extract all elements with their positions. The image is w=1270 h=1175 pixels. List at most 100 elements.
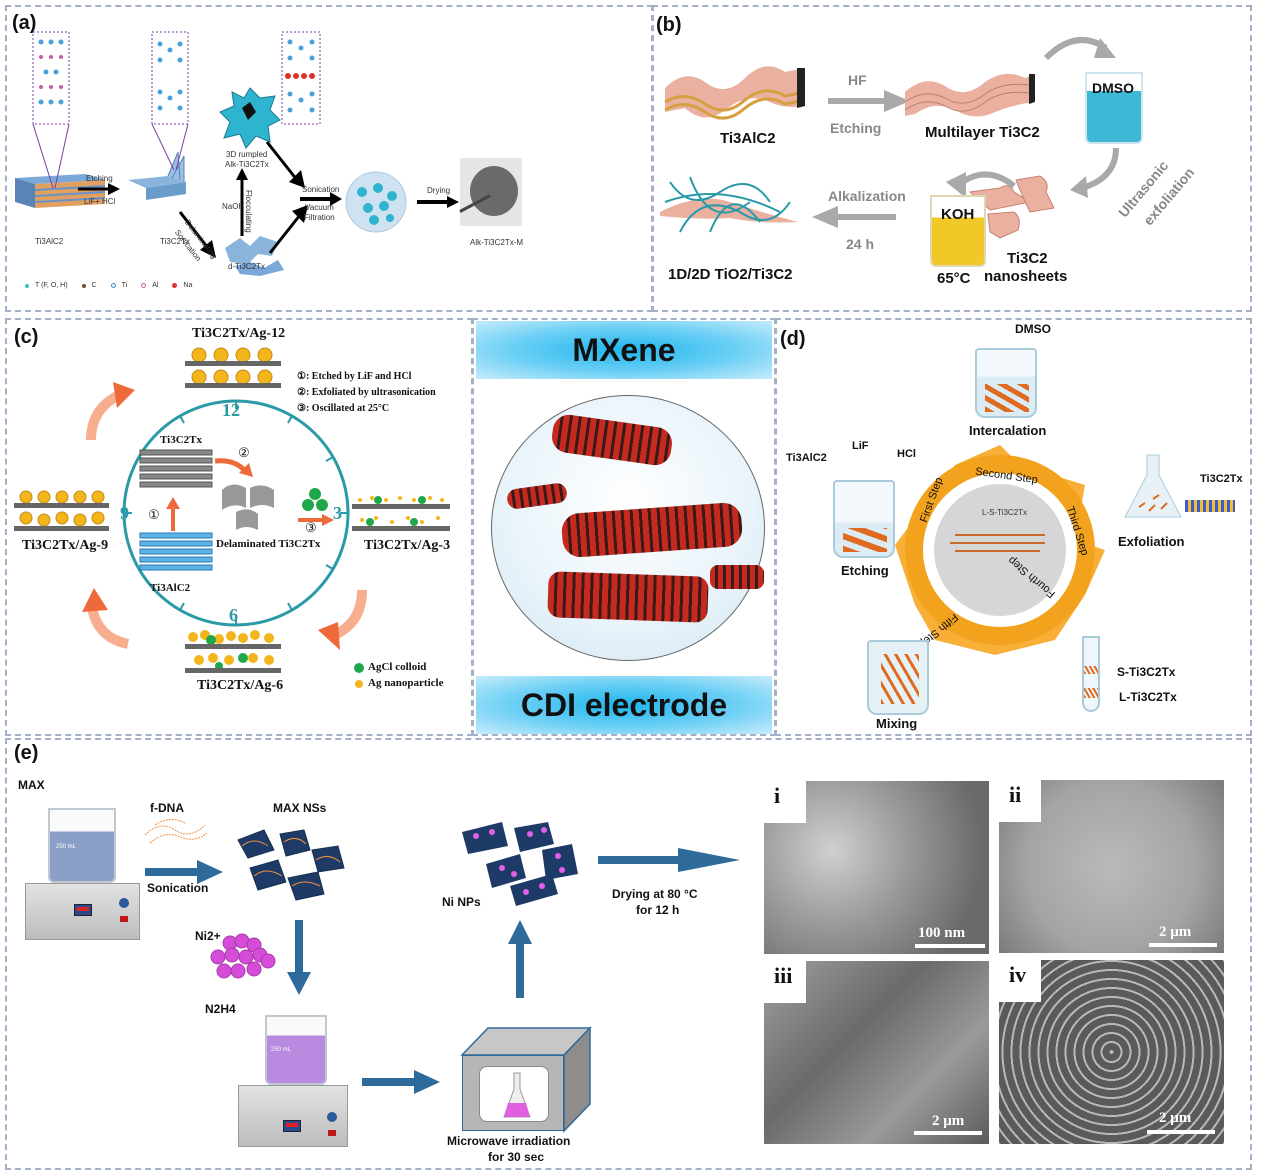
- fdna-label: f-DNA: [150, 801, 184, 815]
- scale-bar-iii: [914, 1131, 982, 1135]
- microwave-oven: [462, 1055, 564, 1131]
- sonication-arrow: [145, 860, 223, 884]
- mxene-layer-outside: [710, 565, 764, 589]
- naoh-label: NaOH: [222, 202, 245, 211]
- c-n3: ③: [305, 520, 317, 535]
- step2-arrow: [214, 458, 253, 477]
- l-layer: [1084, 688, 1098, 698]
- panel-b: [652, 5, 1252, 312]
- b-etching-label: Etching: [830, 120, 882, 136]
- s-ti3c2tx-label: S-Ti3C2Tx: [1117, 665, 1176, 679]
- zoom-lines-2: [151, 123, 189, 171]
- sem-label-iv: iv: [999, 960, 1041, 1002]
- ni2-label: Ni2+: [195, 929, 221, 943]
- scale-text-iv: 2 μm: [1159, 1110, 1192, 1126]
- scale-bar-ii: [1149, 943, 1217, 947]
- legend-dot-icon: [110, 283, 116, 288]
- n2h4-label: N2H4: [205, 1002, 236, 1016]
- max-nss-label: MAX NSs: [273, 801, 327, 815]
- ni-ions-icon: [210, 933, 276, 979]
- sem-image-ii: ii 2 μm: [999, 780, 1224, 953]
- etching-arrow: [78, 183, 120, 195]
- panel-c-label: (c): [14, 326, 39, 348]
- time-label: 24 h: [846, 236, 875, 252]
- display-icon: [74, 904, 92, 916]
- microwave-label-2: for 30 sec: [488, 1150, 545, 1164]
- panel-a-label: (a): [12, 12, 37, 34]
- max-label: MAX: [18, 778, 45, 792]
- alkalization-label: Alkalization: [828, 188, 906, 204]
- ag3-label: Ti3C2Tx/Ag-3: [364, 538, 451, 553]
- e-sonication-label: Sonication: [147, 881, 209, 895]
- c-step-2: ②: Exfoliated by ultrasonication: [297, 387, 436, 398]
- to-microwave-arrow: [362, 1070, 440, 1094]
- drying-label-1: Drying at 80 °C: [612, 887, 698, 901]
- delaminated-sheets: [222, 484, 274, 530]
- legend-item: T (F, O, H): [25, 282, 68, 289]
- legend-item: Ti: [110, 282, 127, 289]
- multilayer-label: Multilayer Ti3C2: [925, 124, 1040, 141]
- mxene-layer: [560, 501, 744, 559]
- atom-legend: T (F, O, H) C Ti Al Na: [25, 282, 192, 289]
- legend-item: Na: [172, 282, 192, 289]
- rumpled-particle: [219, 87, 281, 149]
- ti3c2tx-stack: [128, 151, 186, 200]
- mixing-beaker: [867, 640, 929, 715]
- max-nanosheets: [237, 829, 345, 901]
- clock-3: 3: [333, 503, 342, 523]
- hot-plate-1: [25, 883, 140, 940]
- koh-beaker: [930, 195, 986, 267]
- ti3alc2-sheet: [664, 66, 806, 120]
- ag-legend-label: Ag nanoparticle: [368, 677, 444, 689]
- legend-dot-icon: [172, 283, 178, 288]
- exfoliation-flask: [1124, 454, 1182, 518]
- drying-label-2: for 12 h: [636, 903, 680, 917]
- scale-bar-iv: [1147, 1130, 1215, 1134]
- legend-dot-icon: [141, 283, 147, 288]
- flakes: [843, 528, 887, 552]
- ni-nanosheets: [462, 822, 578, 906]
- d-ti3c2tx-flakes: [225, 236, 284, 276]
- legend-dot-icon: [81, 283, 86, 288]
- ag12-label: Ti3C2Tx/Ag-12: [192, 326, 286, 341]
- sem-image-iv: iv 2 μm: [999, 960, 1224, 1144]
- ag9-label: Ti3C2Tx/Ag-9: [22, 538, 109, 553]
- mxene-layer: [547, 571, 709, 623]
- down-arrow: [287, 920, 311, 995]
- switch-icon: [120, 916, 128, 922]
- scale-text-ii: 2 μm: [1159, 924, 1192, 940]
- tio2-product: [660, 176, 798, 233]
- c-ti3alc2-label: Ti3AlC2: [150, 582, 191, 594]
- delaminating-arrow: [178, 211, 216, 258]
- arrow-d-to-sonication: [268, 205, 308, 254]
- scale-bar-i: [915, 944, 985, 948]
- flask-icon: [503, 1072, 531, 1118]
- dmso-label: DMSO: [1092, 80, 1134, 96]
- sem-label-iii: iii: [764, 961, 806, 1003]
- drying-label: Drying: [427, 186, 451, 195]
- lif-hcl-label: LiF+ HCl: [84, 197, 116, 206]
- rumpled-label-1: 3D rumpled: [226, 150, 268, 159]
- ti3alc2-label: Ti3AlC2: [35, 237, 64, 246]
- flocculating-arrow: [236, 168, 248, 236]
- ti3alc2-stack-c: [139, 532, 213, 571]
- alkalization-arrow: [812, 206, 896, 228]
- l-ti3c2tx-label: L-Ti3C2Tx: [1119, 690, 1177, 704]
- nanosheets-label-1: Ti3C2: [1007, 250, 1048, 267]
- composite-sphere: [345, 171, 407, 233]
- ag6-sheets: [185, 630, 281, 673]
- display-icon: [283, 1120, 301, 1132]
- crystal-inset-alk: [281, 31, 321, 125]
- legend-item: C: [81, 282, 97, 289]
- d-lif-label: LiF: [852, 440, 869, 452]
- drying-arrow: [417, 196, 459, 208]
- up-arrow: [508, 920, 532, 998]
- d-etching-label: Etching: [841, 563, 889, 578]
- ag6-label: Ti3C2Tx/Ag-6: [197, 678, 284, 693]
- intercalation-label: Intercalation: [969, 423, 1047, 438]
- c-step-3: ③: Oscillated at 25°C: [297, 403, 390, 414]
- flakes: [985, 384, 1029, 412]
- multilayer-sheet: [904, 73, 1036, 117]
- arrow-3-to-6: [318, 589, 367, 650]
- sem-image-iii: iii 2 μm: [764, 961, 989, 1144]
